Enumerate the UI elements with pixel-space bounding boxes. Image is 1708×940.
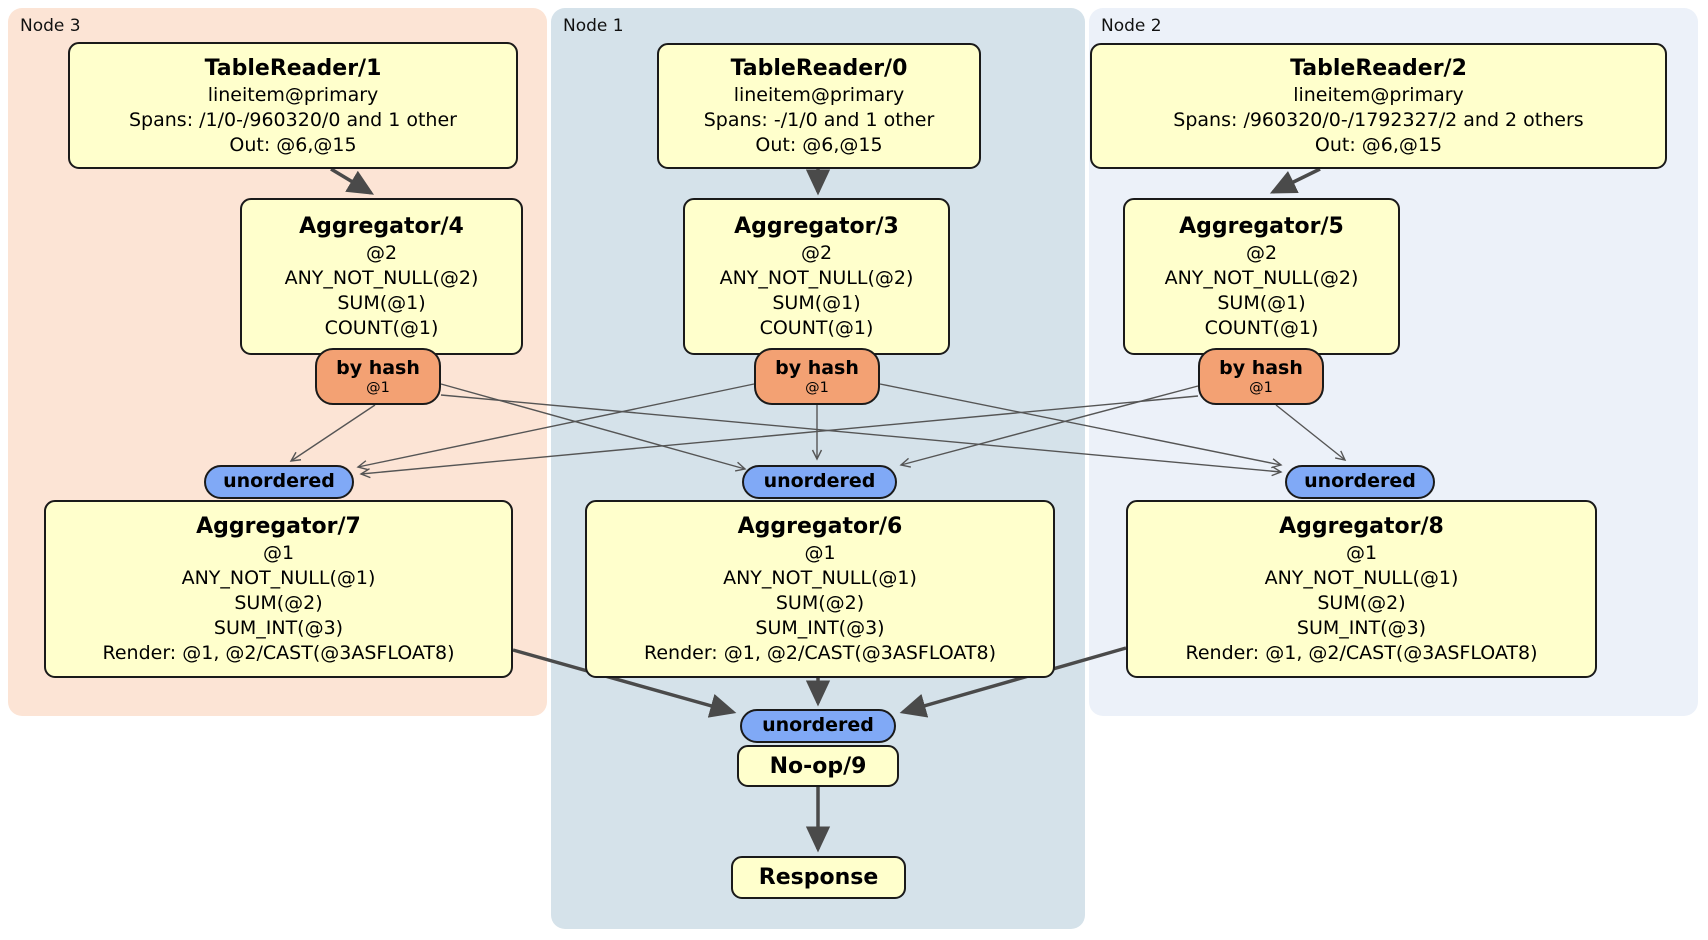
edge-agg7-to-syncFinal [512, 648, 737, 718]
operator-detail: lineitem@primary [1293, 84, 1464, 106]
operator-title: TableReader/2 [1290, 56, 1467, 81]
operator-detail: Render: @1, @2/CAST(@3ASFLOAT8) [1185, 642, 1538, 664]
unordered-sync-node1: unordered [742, 465, 897, 499]
operator-title: Response [758, 865, 879, 890]
hash-router-key: @1 [805, 379, 829, 396]
edge-byhash3-to-sync1 [440, 383, 747, 472]
hash-router-label: by hash [336, 356, 420, 379]
operator-title: Aggregator/8 [1279, 514, 1444, 539]
aggregator-8-node: Aggregator/8 @1 ANY_NOT_NULL(@1) SUM(@2)… [1126, 500, 1597, 678]
node1-label: Node 1 [563, 16, 624, 36]
operator-detail: ANY_NOT_NULL(@1) [1264, 567, 1459, 589]
hash-router-label: by hash [1219, 356, 1303, 379]
operator-detail: ANY_NOT_NULL(@1) [723, 567, 917, 589]
operator-title: Aggregator/7 [196, 514, 361, 539]
operator-detail: COUNT(@1) [1204, 317, 1319, 339]
operator-detail: Render: @1, @2/CAST(@3ASFLOAT8) [102, 642, 455, 664]
operator-detail: @1 [804, 542, 836, 564]
operator-detail: SUM(@2) [234, 592, 323, 614]
operator-detail: COUNT(@1) [324, 317, 439, 339]
tablereader-1-node: TableReader/1 lineitem@primary Spans: /1… [68, 42, 518, 169]
aggregator-3-node: Aggregator/3 @2 ANY_NOT_NULL(@2) SUM(@1)… [683, 198, 950, 355]
hash-router-node1: by hash @1 [754, 348, 880, 405]
operator-detail: @2 [365, 242, 398, 264]
noop-9-node: No-op/9 [737, 745, 899, 787]
operator-detail: SUM(@1) [772, 292, 861, 314]
aggregator-5-node: Aggregator/5 @2 ANY_NOT_NULL(@2) SUM(@1)… [1123, 198, 1400, 355]
operator-detail: SUM_INT(@3) [213, 617, 344, 639]
hash-router-label: by hash [775, 356, 859, 379]
operator-detail: lineitem@primary [733, 84, 905, 106]
operator-detail: SUM(@2) [1317, 592, 1406, 614]
edge-tr2-to-agg5 [1269, 167, 1321, 194]
operator-detail: ANY_NOT_NULL(@2) [719, 267, 914, 289]
operator-detail: @1 [262, 542, 295, 564]
operator-detail: COUNT(@1) [759, 317, 874, 339]
operator-title: No-op/9 [769, 753, 867, 779]
operator-detail: SUM(@2) [775, 592, 865, 614]
edge-byhash3-to-sync3 [289, 404, 376, 462]
hash-router-node3: by hash @1 [315, 348, 441, 405]
operator-detail: Out: @6,@15 [755, 134, 883, 156]
operator-title: Aggregator/5 [1179, 214, 1344, 239]
hash-router-node2: by hash @1 [1198, 348, 1324, 405]
operator-detail: @2 [800, 242, 833, 264]
operator-detail: lineitem@primary [207, 83, 379, 106]
operator-title: Aggregator/3 [734, 214, 899, 239]
node2-label: Node 2 [1101, 16, 1162, 36]
aggregator-6-node: Aggregator/6 @1 ANY_NOT_NULL(@1) SUM(@2)… [585, 500, 1055, 678]
operator-detail: Out: @6,@15 [1314, 134, 1443, 156]
operator-detail: @2 [1245, 242, 1278, 264]
unordered-sync-node2: unordered [1285, 465, 1435, 499]
operator-detail: SUM_INT(@3) [1296, 617, 1427, 639]
edge-byhash1-to-sync3 [356, 383, 755, 471]
operator-detail: SUM(@1) [337, 292, 426, 314]
operator-detail: ANY_NOT_NULL(@2) [1164, 267, 1359, 289]
unordered-sync-node3: unordered [204, 465, 354, 499]
operator-detail: SUM(@1) [1217, 292, 1306, 314]
edge-byhash2-to-sync2 [1275, 404, 1347, 461]
operator-detail: Spans: /960320/0-/1792327/2 and 2 others [1173, 109, 1584, 131]
unordered-sync-final: unordered [740, 709, 896, 743]
edge-agg8-to-syncFinal [899, 646, 1127, 718]
edge-tr1-to-agg4 [330, 167, 375, 195]
operator-title: TableReader/0 [730, 56, 908, 81]
tablereader-0-node: TableReader/0 lineitem@primary Spans: -/… [657, 43, 981, 169]
edge-byhash1-to-sync2 [879, 383, 1283, 469]
operator-detail: ANY_NOT_NULL(@2) [284, 267, 479, 289]
edge-byhash2-to-sync1 [899, 385, 1199, 468]
tablereader-2-node: TableReader/2 lineitem@primary Spans: /9… [1090, 43, 1667, 169]
response-node: Response [731, 856, 906, 899]
operator-detail: SUM_INT(@3) [755, 617, 885, 639]
operator-detail: Render: @1, @2/CAST(@3ASFLOAT8) [644, 642, 996, 664]
edge-byhash3-to-sync2 [440, 394, 1283, 477]
hash-router-key: @1 [366, 379, 390, 396]
operator-detail: Spans: /1/0-/960320/0 and 1 other [129, 108, 457, 131]
aggregator-4-node: Aggregator/4 @2 ANY_NOT_NULL(@2) SUM(@1)… [240, 198, 523, 355]
operator-title: Aggregator/4 [299, 214, 464, 239]
edge-byhash2-to-sync3 [359, 395, 1199, 479]
aggregator-7-node: Aggregator/7 @1 ANY_NOT_NULL(@1) SUM(@2)… [44, 500, 513, 678]
node3-label: Node 3 [20, 16, 81, 36]
operator-detail: ANY_NOT_NULL(@1) [181, 567, 376, 589]
operator-detail: Out: @6,@15 [229, 133, 357, 156]
operator-detail: Spans: -/1/0 and 1 other [703, 109, 935, 131]
hash-router-key: @1 [1249, 379, 1273, 396]
operator-title: TableReader/1 [204, 55, 382, 81]
operator-detail: @1 [1345, 542, 1378, 564]
operator-title: Aggregator/6 [737, 514, 903, 539]
